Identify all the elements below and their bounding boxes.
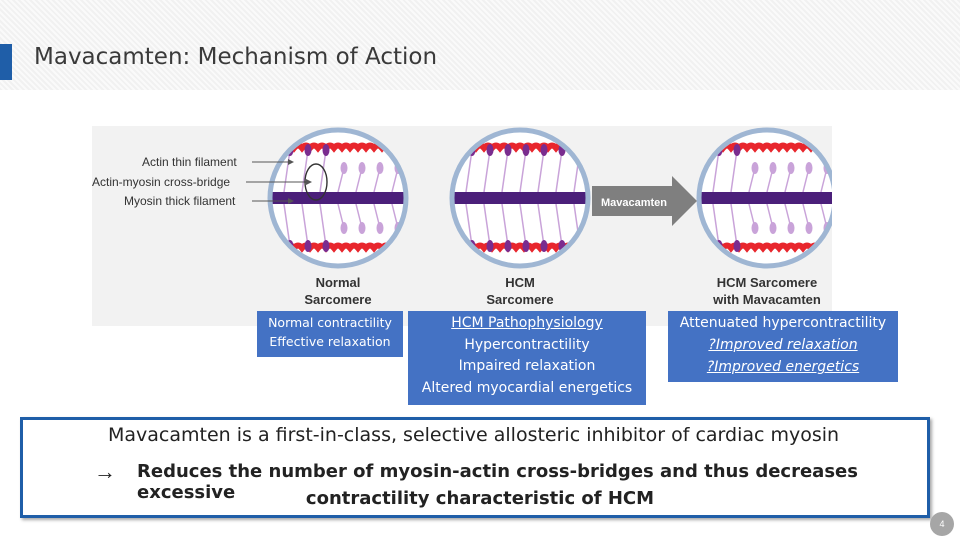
myosin-neck — [501, 203, 509, 247]
page-title: Mavacamten: Mechanism of Action — [34, 44, 438, 70]
myosin-head — [304, 240, 312, 252]
myosin-neck — [537, 203, 545, 247]
sarcomere-normal — [267, 127, 409, 269]
label-actin: Actin thin filament — [142, 155, 237, 169]
panel-mava-title-2: with Mavacamten — [712, 292, 821, 307]
myosin-head — [733, 144, 741, 156]
mechanism-diagram: Actin thin filament Actin-myosin cross-b… — [92, 126, 832, 326]
caption-hcm: HCM Pathophysiology Hypercontractility I… — [408, 311, 646, 405]
myosin-head — [733, 240, 741, 252]
myosin-head — [769, 162, 777, 174]
label-crossbridge: Actin-myosin cross-bridge — [92, 175, 230, 189]
myosin-head — [751, 222, 759, 234]
myosin-head — [540, 240, 548, 252]
page-number-badge: 4 — [930, 512, 954, 536]
leader-myosin-head — [288, 198, 294, 204]
myosin-neck — [283, 149, 291, 193]
panel-normal-title-1: Normal — [316, 275, 361, 290]
header-band — [0, 0, 960, 90]
myosin-head — [486, 144, 494, 156]
myosin-neck — [483, 149, 491, 193]
sarcomere-normal-border — [267, 127, 409, 269]
caption-hcm-line3: Impaired relaxation — [458, 358, 596, 374]
panel-normal-title-2: Sarcomere — [304, 292, 371, 307]
caption-hcm-line1: HCM Pathophysiology — [451, 315, 603, 331]
myosin-neck — [465, 149, 473, 193]
myosin-neck — [501, 149, 509, 193]
myosin-neck — [519, 149, 527, 193]
caption-hcm-line4: Altered myocardial energetics — [421, 379, 633, 396]
crossbridge-highlight — [304, 163, 328, 201]
sarcomere-mavacamten — [696, 127, 832, 269]
myosin-head — [322, 144, 330, 156]
myosin-head — [358, 162, 366, 174]
myosin-neck — [301, 149, 309, 193]
sarcomere-mavacamten-border — [696, 127, 832, 269]
myosin-head — [358, 222, 366, 234]
myosin-head — [769, 222, 777, 234]
summary-statement: Mavacamten is a first-in-class, selectiv… — [108, 424, 840, 446]
myosin-head — [787, 162, 795, 174]
sarcomere-hcm — [449, 127, 591, 269]
panel-hcm-title-2: Sarcomere — [486, 292, 553, 307]
myosin-head — [504, 240, 512, 252]
mavacamten-arrow — [592, 176, 697, 226]
myosin-neck — [519, 203, 527, 247]
myosin-neck — [730, 203, 738, 247]
leader-actin-head — [288, 159, 294, 165]
myosin-neck — [555, 149, 563, 193]
myosin-neck — [537, 149, 545, 193]
myosin-neck — [301, 203, 309, 247]
caption-normal-line1: Normal contractility — [268, 315, 392, 330]
myosin-neck — [730, 149, 738, 193]
myosin-head — [751, 162, 759, 174]
panel-hcm-title-1: HCM — [505, 275, 535, 290]
myosin-head — [340, 162, 348, 174]
label-myosin: Myosin thick filament — [124, 194, 236, 208]
myosin-head — [522, 144, 530, 156]
sarcomere-hcm-border — [449, 127, 591, 269]
caption-mava-line1: Attenuated hypercontractility — [679, 315, 887, 331]
leader-crossbridge-head — [306, 179, 312, 185]
myosin-neck — [465, 203, 473, 247]
myosin-head — [376, 162, 384, 174]
caption-mava-line3: ?Improved energetics — [706, 359, 860, 375]
myosin-head — [486, 240, 494, 252]
myosin-head — [340, 222, 348, 234]
arrow-right-icon: → — [94, 459, 116, 484]
myosin-neck — [712, 149, 720, 193]
caption-normal: Normal contractility Effective relaxatio… — [257, 311, 403, 357]
myosin-head — [376, 222, 384, 234]
summary-box — [20, 417, 930, 518]
myosin-filament — [452, 192, 588, 204]
myosin-head — [805, 222, 813, 234]
caption-normal-line2: Effective relaxation — [269, 334, 391, 349]
mavacamten-arrow-label: Mavacamten — [601, 197, 667, 209]
myosin-head — [540, 144, 548, 156]
myosin-neck — [483, 203, 491, 247]
myosin-head — [522, 240, 530, 252]
myosin-head — [504, 144, 512, 156]
myosin-neck — [712, 203, 720, 247]
myosin-neck — [555, 203, 563, 247]
myosin-head — [787, 222, 795, 234]
myosin-head — [322, 240, 330, 252]
myosin-head — [304, 144, 312, 156]
myosin-neck — [319, 149, 327, 193]
title-accent-bar — [0, 44, 12, 80]
myosin-neck — [283, 203, 291, 247]
myosin-head — [805, 162, 813, 174]
summary-bullet-line2: contractility characteristic of HCM — [305, 488, 655, 509]
caption-mavacamten: Attenuated hypercontractility ?Improved … — [668, 311, 898, 382]
myosin-filament — [270, 192, 406, 204]
caption-mava-line2: ?Improved relaxation — [708, 337, 858, 353]
caption-hcm-line2: Hypercontractility — [464, 336, 590, 353]
summary-bullet-line1: Reduces the number of myosin-actin cross… — [137, 461, 858, 503]
panel-mava-title-1: HCM Sarcomere — [717, 275, 817, 290]
myosin-neck — [319, 203, 327, 247]
myosin-filament — [699, 192, 832, 204]
